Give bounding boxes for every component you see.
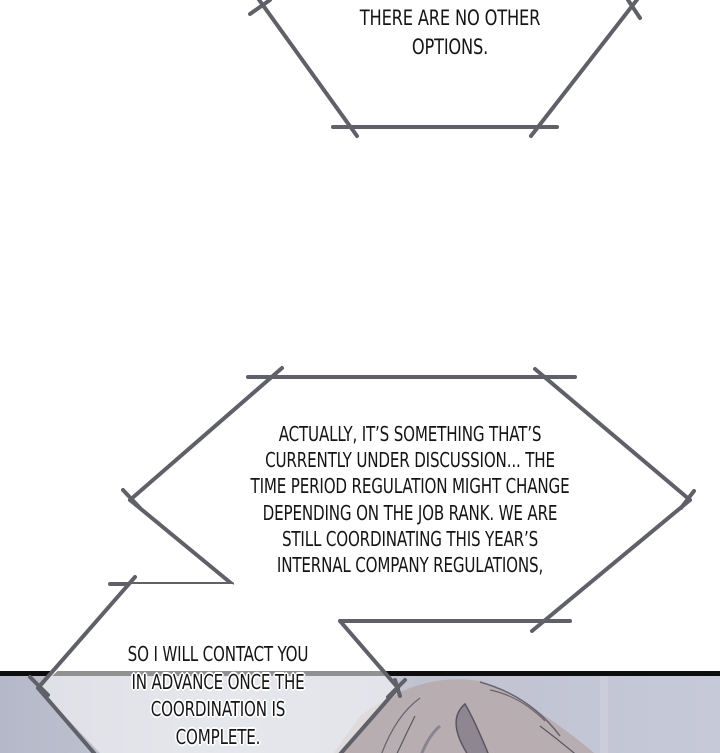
speech-bubble-2-text: ACTUALLY, IT’S SOMETHING THAT’S CURRENTL…: [250, 422, 570, 578]
speech-bubble-1-text: THERE ARE NO OTHER OPTIONS.: [359, 6, 541, 59]
bubble-3-outline: [28, 575, 407, 753]
character-hair-art: [333, 676, 608, 753]
bubble-1-outline: [248, 0, 642, 138]
speech-bubble-3-text: SO I WILL CONTACT YOU IN ADVANCE ONCE TH…: [127, 642, 309, 749]
